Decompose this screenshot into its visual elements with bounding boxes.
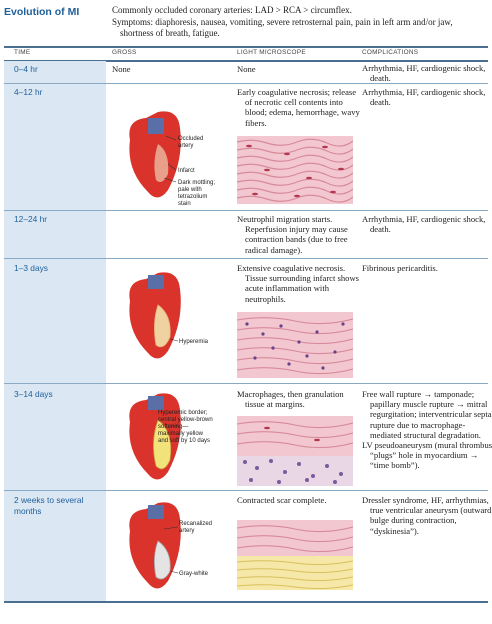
- time-4-12hr: 4–12 hr: [14, 87, 43, 97]
- intro-line-symptoms-cont: shortness of breath, fatigue.: [120, 28, 220, 38]
- header-top-rule: [4, 46, 488, 48]
- header-time: TIME: [14, 49, 31, 56]
- micrograph-neutrophils: [237, 312, 353, 378]
- label-hyperemic-border: Hyperemic border;: [158, 410, 208, 416]
- complications-pseudoaneurysm: LV pseudoaneurysm (mural thrombus “plugs…: [362, 440, 492, 471]
- light-3-14days: Macrophages, then granulation tissue at …: [237, 389, 344, 410]
- gross-0-4hr: None: [112, 64, 131, 74]
- table-bottom-rule: [4, 601, 488, 603]
- label-dark-mottling-2: pale with: [178, 187, 202, 193]
- label-recanalized-artery-2: artery: [179, 528, 194, 534]
- micrograph-wavy-fibers: [237, 136, 353, 204]
- label-occluded-artery-2: artery: [178, 143, 193, 149]
- complications-rupture: Free wall rupture → tamponade; papillary…: [362, 389, 492, 440]
- label-dark-mottling-3: tetrazolium: [178, 194, 207, 200]
- label-recanalized-artery: Recanalized: [179, 521, 212, 527]
- label-dark-mottling: Dark mottling;: [178, 180, 215, 186]
- row-divider: [4, 258, 488, 259]
- light-1-3days: Extensive coagulative necrosis. Tissue s…: [237, 263, 360, 304]
- time-0-4hr: 0–4 hr: [14, 64, 38, 74]
- heart-3-14days-illustration: Hyperemic border; central yellow-brown s…: [129, 393, 213, 480]
- label-gray-white: Gray-white: [179, 571, 209, 577]
- complications-3-14days: Free wall rupture → tamponade; papillary…: [362, 389, 492, 471]
- label-infarct: Infarct: [178, 168, 195, 174]
- intro-text: Commonly occluded coronary arteries: LAD…: [112, 5, 482, 40]
- time-3-14days: 3–14 days: [14, 389, 53, 399]
- heart-2weeks-illustration: Recanalized artery Gray-white: [129, 502, 212, 589]
- header-bottom-rule: [4, 60, 488, 62]
- complications-4-12hr: Arrhythmia, HF, cardiogenic shock, death…: [362, 87, 486, 108]
- label-hyperemia: Hyperemia: [179, 339, 209, 345]
- label-hyperemic-border-4: maximally yellow: [158, 431, 204, 437]
- intro-line-symptoms: Symptoms: diaphoresis, nausea, vomiting,…: [112, 16, 453, 27]
- light-4-12hr: Early coagulative necrosis; release of n…: [237, 87, 360, 128]
- label-hyperemic-border-5: and soft by 10 days: [158, 438, 210, 444]
- header-gross: GROSS: [112, 49, 137, 56]
- intro-line-arteries: Commonly occluded coronary arteries: LAD…: [112, 5, 352, 15]
- complications-2weeks-months: Dressler syndrome, HF, arrhythmias, true…: [362, 495, 492, 536]
- heart-1-3days-illustration: Hyperemia: [129, 272, 209, 359]
- time-12-24hr: 12–24 hr: [14, 214, 48, 224]
- label-dark-mottling-4: stain: [178, 201, 191, 207]
- page-title: Evolution of MI: [4, 6, 80, 18]
- light-12-24hr: Neutrophil migration starts. Reperfusion…: [237, 214, 348, 255]
- label-hyperemic-border-3: softening—: [158, 424, 188, 430]
- label-occluded-artery: Occluded: [178, 136, 203, 142]
- header-light-microscope: LIGHT MICROSCOPE: [237, 49, 306, 56]
- heart-4-12hr-illustration: Occluded artery Infarct Dark mottling; p…: [129, 111, 215, 207]
- row-divider: [4, 83, 488, 84]
- row-divider: [4, 490, 488, 491]
- light-2weeks-months: Contracted scar complete.: [237, 495, 327, 505]
- complications-1-3days: Fibrinous pericarditis.: [362, 263, 438, 273]
- time-column-shade: [4, 61, 106, 601]
- header-complications: COMPLICATIONS: [362, 49, 419, 56]
- micrograph-granulation: [237, 416, 353, 486]
- row-divider: [4, 210, 488, 211]
- micrograph-scar: [237, 520, 353, 590]
- label-hyperemic-border-2: central yellow-brown: [158, 417, 213, 423]
- row-divider: [4, 383, 488, 384]
- time-1-3days: 1–3 days: [14, 263, 48, 273]
- time-2weeks-months: 2 weeks to several months: [14, 495, 84, 516]
- complications-0-4hr: Arrhythmia, HF, cardiogenic shock, death…: [362, 63, 486, 84]
- light-0-4hr: None: [237, 64, 256, 74]
- complications-12-24hr: Arrhythmia, HF, cardiogenic shock, death…: [362, 214, 486, 235]
